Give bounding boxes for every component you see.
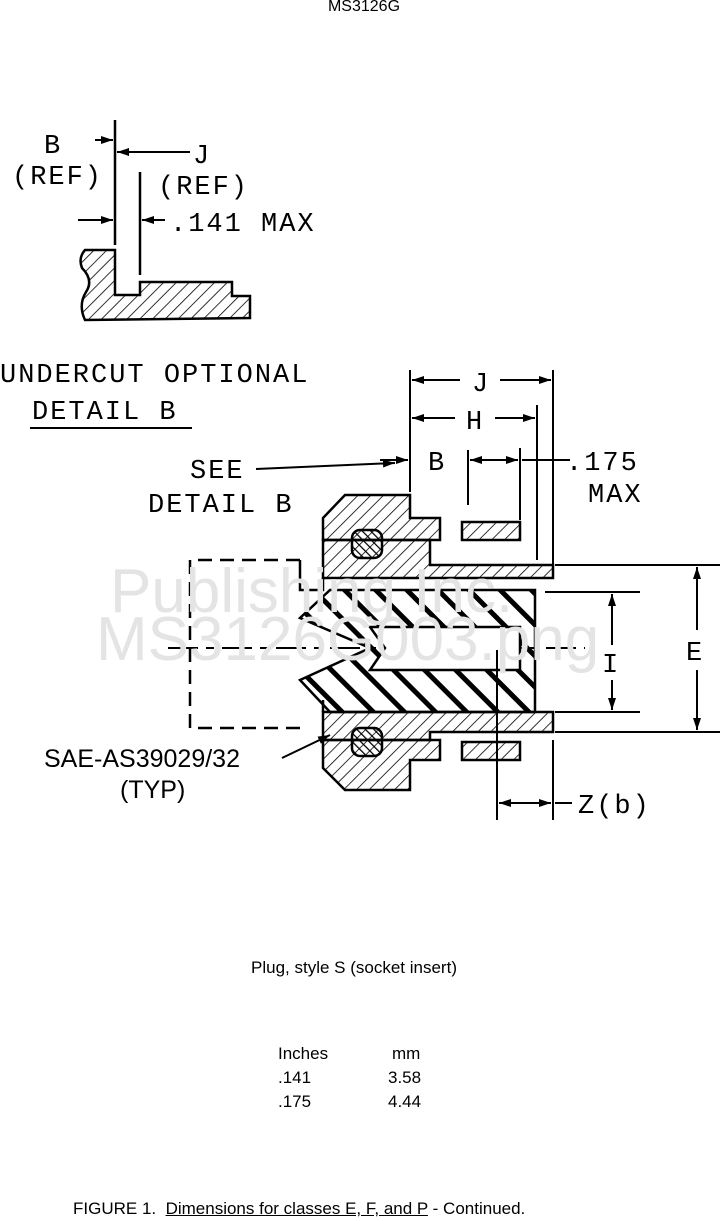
see-label: SEE [190,457,245,487]
dim-j-label: J [472,370,490,400]
detail-b-label-j: J [193,142,211,172]
table-cell: .141 [278,1068,312,1087]
contact-typ-label: (TYP) [120,776,185,804]
watermark-line-2: MS3126G003.png [96,605,599,674]
table-cell: .175 [278,1092,312,1111]
detail-b-label-b: B [44,132,62,162]
dim-175-max-label: MAX [588,481,643,511]
socket-contact-cavity [367,625,522,672]
watermark: Publishing Inc. MS3126G003.png [96,557,599,674]
document-id-header: MS3126G [327,0,401,15]
figure-suffix: - Continued. [432,1199,526,1218]
figure-label: FIGURE 1. [73,1199,157,1218]
detail-b-subtitle: DETAIL B [32,398,178,428]
table-cell: 3.58 [388,1068,422,1087]
figure-title: Dimensions for classes E, F, and P [165,1199,428,1218]
table-header-mm: mm [392,1044,421,1063]
dim-b-label: B [428,449,446,479]
detail-b: B (REF) J (REF) .141 MAX UNDERCUT OPTION… [0,120,316,429]
figure-caption: FIGURE 1. Dimensions for classes E, F, a… [73,1199,525,1219]
technical-drawing: B (REF) J (REF) .141 MAX UNDERCUT OPTION… [0,120,720,822]
view-caption: Plug, style S (socket insert) [251,958,457,977]
dim-i-label: I [602,651,620,681]
detail-b-label-j-ref: (REF) [158,173,249,203]
table-cell: 4.44 [388,1092,422,1111]
watermark-line-1: Publishing Inc. [110,557,513,626]
dim-175-label: .175 [566,449,639,479]
dim-h-label: H [466,408,484,438]
dim-z-label: Z(b) [578,792,651,822]
detail-b-section [79,248,252,322]
see-detail-b-label: DETAIL B [148,491,294,521]
detail-b-label-b-ref: (REF) [12,163,103,193]
table-header-inches: Inches [278,1044,329,1063]
dim-e-label: E [686,639,704,669]
detail-b-dim-141: .141 MAX [170,210,316,240]
plug-section-view: J H B .175 MAX SEE DETAIL B E I [44,370,720,822]
detail-b-title: UNDERCUT OPTIONAL [0,361,309,391]
contact-reference-label: SAE-AS39029/32 [44,745,240,773]
